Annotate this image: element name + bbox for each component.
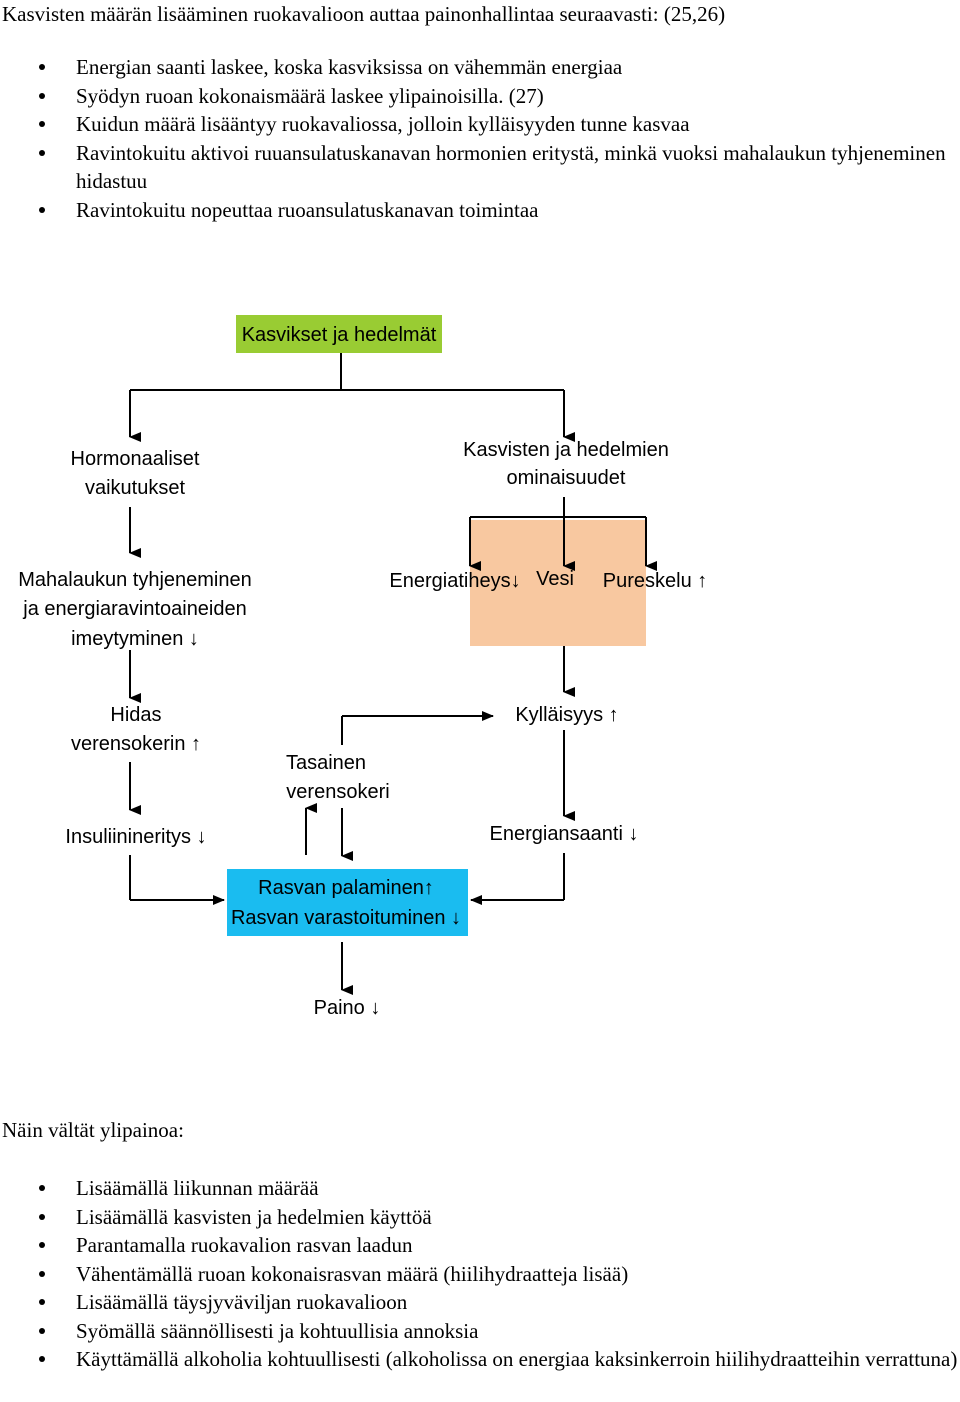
weight-label: Paino ↓ (314, 997, 381, 1019)
fat-storage-label: Rasvan varastoituminen ↓ (231, 907, 461, 929)
list-item: Lisäämällä täysjyväviljan ruokavalioon (0, 1288, 960, 1317)
slow-sugar-label-line1: Hidas (110, 704, 161, 726)
chewing-label: Pureskelu ↑ (603, 570, 708, 592)
effects-list: Energian saanti laskee, koska kasviksiss… (0, 53, 960, 224)
list-item: Lisäämällä liikunnan määrää (0, 1174, 960, 1203)
hormonal-label-line1: Hormonaaliset (71, 448, 200, 470)
list-item: Ravintokuitu nopeuttaa ruoansulatuskanav… (0, 196, 960, 225)
top-box (236, 315, 442, 353)
energy-intake-label: Energiansaanti ↓ (490, 823, 639, 845)
list-item: Syödyn ruoan kokonaismäärä laskee ylipai… (0, 82, 960, 111)
properties-label-line2: ominaisuudet (507, 467, 626, 489)
water-label: Vesi (536, 568, 574, 590)
document-heading: Kasvisten määrän lisääminen ruokavalioon… (2, 2, 726, 26)
top-box-label: Kasvikset ja hedelmät (242, 324, 437, 346)
properties-label-line1: Kasvisten ja hedelmien (463, 439, 669, 461)
tips-list: Lisäämällä liikunnan määrää Lisäämällä k… (0, 1174, 960, 1374)
fat-burning-label: Rasvan palaminen↑ (258, 877, 434, 899)
connector-lines (129, 353, 657, 995)
tips-heading: Näin vältät ylipainoa: (2, 1118, 184, 1142)
list-item: Ravintokuitu aktivoi ruuansulatuskanavan… (0, 139, 960, 196)
properties-box (470, 520, 646, 646)
list-item: Kuidun määrä lisääntyy ruokavaliossa, jo… (0, 110, 960, 139)
energy-density-label: Energiatiheys↓ (389, 570, 520, 592)
stomach-label-line2: ja energiaravintoaineiden (22, 598, 247, 620)
steady-sugar-label-line1: Tasainen (286, 752, 366, 774)
list-item: Syömällä säännöllisesti ja kohtuullisia … (0, 1317, 960, 1346)
insulin-label: Insuliinineritys ↓ (65, 826, 206, 848)
stomach-label-line1: Mahalaukun tyhjeneminen (18, 569, 252, 591)
list-item: Vähentämällä ruoan kokonaisrasvan määrä … (0, 1260, 960, 1289)
slow-sugar-label-line2: verensokerin ↑ (71, 733, 201, 755)
hormonal-label-line2: vaikutukset (85, 477, 185, 499)
satiety-label: Kylläisyys ↑ (515, 704, 618, 726)
fat-box (227, 869, 468, 936)
list-item: Käyttämällä alkoholia kohtuullisesti (al… (0, 1345, 960, 1374)
steady-sugar-label-line2: verensokeri (286, 781, 389, 803)
list-item: Energian saanti laskee, koska kasviksiss… (0, 53, 960, 82)
list-item: Lisäämällä kasvisten ja hedelmien käyttö… (0, 1203, 960, 1232)
list-item: Parantamalla ruokavalion rasvan laadun (0, 1231, 960, 1260)
stomach-label-line3: imeytyminen ↓ (71, 628, 199, 650)
flow-diagram: Kasvikset ja hedelmät Hormonaaliset vaik… (18, 315, 708, 1019)
